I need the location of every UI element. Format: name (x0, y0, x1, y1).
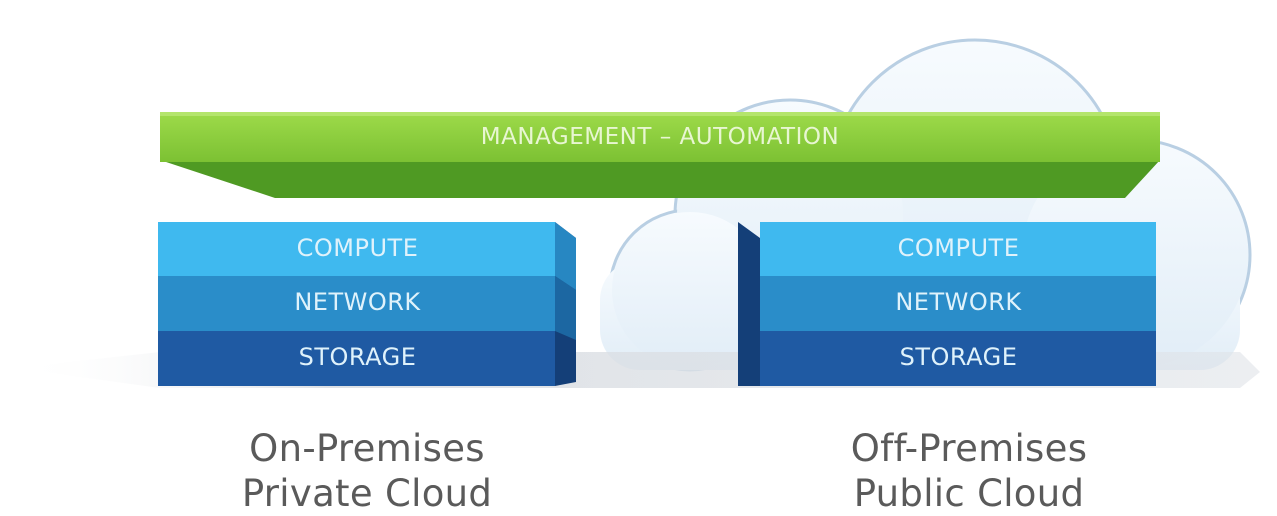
left-storage-label: STORAGE (298, 343, 417, 371)
right-storage-label: STORAGE (899, 343, 1018, 371)
right-compute-label: COMPUTE (897, 234, 1020, 262)
on-premises-caption-line1: On-Premises (249, 427, 485, 470)
off-premises-stack (738, 222, 1156, 386)
left-storage-block (158, 331, 555, 386)
on-premises-caption: On-Premises Private Cloud (157, 426, 577, 516)
management-automation-bar (160, 112, 1160, 198)
left-compute-block (158, 222, 555, 276)
right-network-block (760, 276, 1156, 331)
on-premises-stack (158, 222, 576, 386)
off-premises-caption-line1: Off-Premises (850, 427, 1088, 470)
right-stack-side (738, 222, 760, 386)
off-premises-caption-line2: Public Cloud (853, 472, 1085, 515)
right-storage-block (760, 331, 1156, 386)
management-bar-underside (160, 160, 1160, 198)
right-compute-block (760, 222, 1156, 276)
management-bar-top (160, 112, 1160, 162)
management-automation-label: MANAGEMENT – AUTOMATION (480, 124, 840, 150)
left-compute-label: COMPUTE (296, 234, 419, 262)
left-network-label: NETWORK (294, 288, 421, 316)
right-network-label: NETWORK (895, 288, 1022, 316)
on-premises-caption-line2: Private Cloud (241, 472, 493, 515)
off-premises-caption: Off-Premises Public Cloud (759, 426, 1179, 516)
left-network-block (158, 276, 555, 331)
